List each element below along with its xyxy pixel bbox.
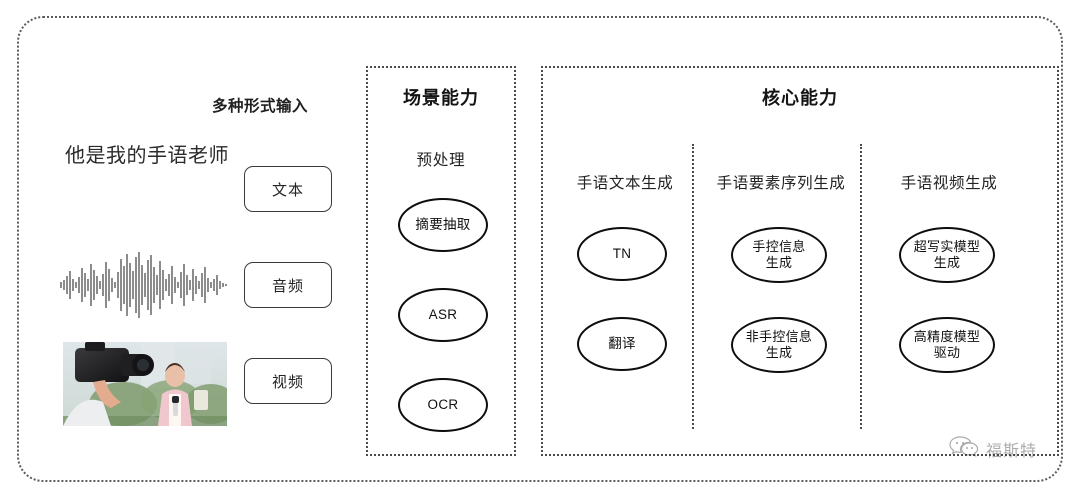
node-summary-extraction-label: 摘要抽取 bbox=[415, 216, 471, 232]
node-asr-label: ASR bbox=[428, 306, 458, 322]
core-column-sign-text-generation: 手语文本生成 TN 翻译 bbox=[545, 171, 705, 371]
node-translation-label: 翻译 bbox=[608, 335, 636, 351]
node-high-precision-model-driving-label-line1: 高精度模型 bbox=[913, 329, 981, 345]
core-column-divider-2 bbox=[860, 144, 862, 429]
node-manual-info-generation[interactable]: 手控信息 生成 bbox=[731, 227, 827, 283]
core-capability-box: 核心能力 手语文本生成 TN 翻译 手语要素序列生成 手控信息 生成 bbox=[541, 66, 1059, 456]
input-chip-text[interactable]: 文本 bbox=[244, 166, 332, 212]
sample-sentence-text: 他是我的手语老师 bbox=[65, 145, 229, 167]
video-thumbnail bbox=[63, 342, 227, 426]
node-summary-extraction[interactable]: 摘要抽取 bbox=[398, 198, 488, 252]
core-column-divider-1 bbox=[692, 144, 694, 429]
input-panel: 多种形式输入 他是我的手语老师 bbox=[37, 94, 347, 454]
core-column-sign-element-sequence-generation: 手语要素序列生成 手控信息 生成 非手控信息 生成 bbox=[701, 171, 861, 373]
input-chip-video[interactable]: 视频 bbox=[244, 358, 332, 404]
node-non-manual-info-generation-label-line1: 非手控信息 bbox=[745, 329, 813, 345]
input-chip-audio-label: 音频 bbox=[271, 277, 304, 295]
scene-capability-title: 场景能力 bbox=[403, 88, 479, 108]
node-asr[interactable]: ASR bbox=[398, 288, 488, 342]
node-manual-info-generation-label-line2: 生成 bbox=[765, 255, 793, 270]
node-non-manual-info-generation[interactable]: 非手控信息 生成 bbox=[731, 317, 827, 373]
input-chip-video-label: 视频 bbox=[271, 373, 304, 391]
input-chip-text-label: 文本 bbox=[271, 181, 304, 199]
core-column-1-heading: 手语文本生成 bbox=[576, 175, 674, 192]
node-photoreal-model-generation[interactable]: 超写实模型 生成 bbox=[899, 227, 995, 283]
core-capability-title: 核心能力 bbox=[762, 88, 838, 108]
core-column-3-heading: 手语视频生成 bbox=[900, 175, 998, 192]
node-ocr-label: OCR bbox=[427, 396, 459, 412]
node-non-manual-info-generation-label-line2: 生成 bbox=[765, 345, 793, 360]
node-photoreal-model-generation-label-line2: 生成 bbox=[933, 255, 961, 270]
core-column-sign-video-generation: 手语视频生成 超写实模型 生成 高精度模型 驱动 bbox=[869, 171, 1029, 373]
node-photoreal-model-generation-label-line1: 超写实模型 bbox=[913, 239, 981, 255]
node-manual-info-generation-label-line1: 手控信息 bbox=[752, 239, 806, 255]
wechat-bubbles-icon bbox=[949, 435, 979, 462]
diagram-frame: 多种形式输入 他是我的手语老师 bbox=[17, 16, 1063, 482]
watermark: 福斯特 bbox=[949, 435, 1037, 462]
input-chip-audio[interactable]: 音频 bbox=[244, 262, 332, 308]
scene-capability-box: 场景能力 预处理 摘要抽取 ASR OCR bbox=[366, 66, 516, 456]
node-translation[interactable]: 翻译 bbox=[577, 317, 667, 371]
audio-waveform bbox=[59, 249, 231, 321]
multi-input-label: 多种形式输入 bbox=[211, 98, 308, 115]
node-high-precision-model-driving-label-line2: 驱动 bbox=[933, 345, 961, 360]
watermark-text: 福斯特 bbox=[985, 442, 1037, 460]
node-ocr[interactable]: OCR bbox=[398, 378, 488, 432]
node-tn[interactable]: TN bbox=[577, 227, 667, 281]
node-high-precision-model-driving[interactable]: 高精度模型 驱动 bbox=[899, 317, 995, 373]
node-tn-label: TN bbox=[612, 245, 632, 261]
core-column-2-heading: 手语要素序列生成 bbox=[716, 175, 846, 192]
scene-capability-subtitle: 预处理 bbox=[416, 152, 466, 169]
